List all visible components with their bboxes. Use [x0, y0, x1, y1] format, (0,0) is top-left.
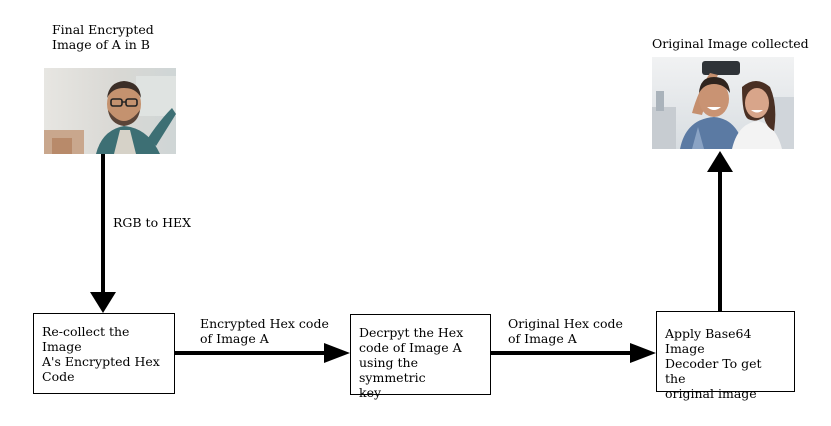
couple-selfie-illustration — [652, 57, 794, 149]
arrowhead-right-2 — [630, 343, 656, 363]
recollect-box: Re-collect the Image A's Encrypted Hex C… — [33, 313, 175, 394]
arrowhead-up — [707, 151, 733, 172]
encrypted-image-caption: Final Encrypted Image of A in B — [52, 22, 154, 52]
decrypt-box: Decrpyt the Hex code of Image A using th… — [350, 314, 491, 400]
original-image-caption: Original Image collected — [652, 36, 809, 51]
original-image — [652, 57, 794, 149]
apply-decoder-box: Apply Base64 Image Decoder To get the or… — [656, 311, 795, 401]
rgb-to-hex-label: RGB to HEX — [113, 215, 192, 230]
man-selfie-illustration — [44, 68, 176, 154]
arrowhead-down — [90, 292, 116, 313]
encrypted-hex-label: Encrypted Hex code of Image A — [200, 316, 329, 346]
arrowhead-right-1 — [324, 343, 350, 363]
original-hex-label: Original Hex code of Image A — [508, 316, 623, 346]
encrypted-image — [44, 68, 176, 154]
